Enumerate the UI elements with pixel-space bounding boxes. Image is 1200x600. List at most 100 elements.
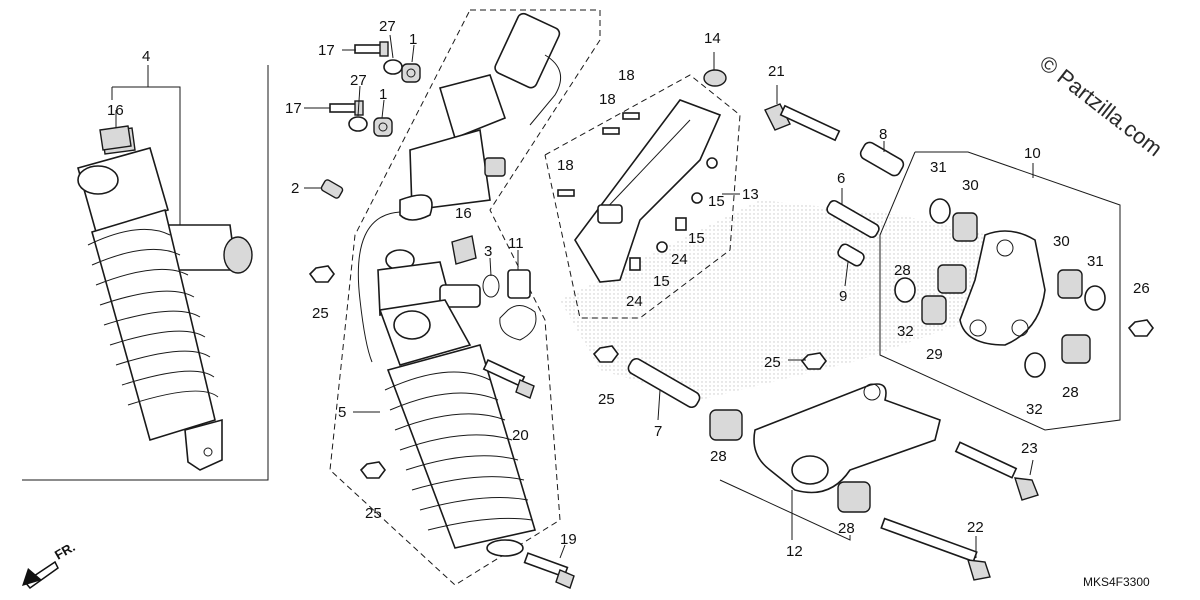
- callout-16: 16: [107, 102, 124, 119]
- nut-25-lower-left: [359, 461, 386, 479]
- callout-30: 30: [962, 177, 979, 194]
- front-arrow-icon: [22, 560, 59, 590]
- callout-5: 5: [338, 404, 346, 421]
- label-sticker-16-middle: [451, 235, 477, 265]
- callout-25: 25: [764, 354, 781, 371]
- collar-8: [859, 141, 905, 177]
- bolt-17-upper: [354, 41, 389, 57]
- rear-shock-absorber-assembly: [77, 127, 253, 471]
- assembly-bracket-12: [719, 479, 851, 541]
- seal-32-b: [1024, 352, 1046, 378]
- callout-27: 27: [379, 18, 396, 35]
- reservoir-hose: [357, 211, 401, 363]
- nut-26: [1127, 319, 1154, 337]
- clip-24-b: [629, 257, 641, 271]
- seal-31-a: [929, 198, 951, 224]
- seal-32-a: [894, 277, 916, 303]
- grommet-14: [703, 69, 727, 87]
- callout-22: 22: [967, 519, 984, 536]
- callout-labels: 4 16 27 1 17 27 1 17 2 16 3 11 25 5 20 2…: [107, 18, 1150, 560]
- diagram-code: MKS4F3300: [1083, 575, 1150, 589]
- callout-7: 7: [654, 423, 662, 440]
- oring-3: [482, 274, 500, 298]
- bolt-23: [954, 441, 1039, 501]
- nut-15-c: [656, 241, 668, 253]
- nut-15-a: [706, 157, 718, 169]
- nut-25-center-left: [592, 345, 619, 363]
- leader-lines: [115, 34, 1034, 559]
- callout-30: 30: [1053, 233, 1070, 250]
- callout-25: 25: [312, 305, 329, 322]
- washer-27-lower: [348, 116, 368, 132]
- collar-1-upper: [401, 63, 421, 83]
- callout-18: 18: [557, 157, 574, 174]
- callout-1: 1: [379, 86, 387, 103]
- bearing-30-b: [1057, 269, 1083, 299]
- callout-18: 18: [618, 67, 635, 84]
- screw-18-c: [557, 189, 575, 197]
- callout-19: 19: [560, 531, 577, 548]
- callout-6: 6: [837, 170, 845, 187]
- callout-15: 15: [708, 193, 725, 210]
- washer-27-upper: [383, 59, 403, 75]
- assembly-bracket-5: [329, 9, 601, 586]
- bearing-30-a: [952, 212, 978, 242]
- callout-21: 21: [768, 63, 785, 80]
- callout-13: 13: [742, 186, 759, 203]
- assembly-bracket-13: [544, 74, 741, 319]
- callout-14: 14: [704, 30, 721, 47]
- background-pattern: [560, 200, 1010, 400]
- callout-25: 25: [598, 391, 615, 408]
- callout-16: 16: [455, 205, 472, 222]
- collar-7: [627, 357, 701, 409]
- bearing-28-c: [709, 409, 743, 441]
- cushion-arm-12: [753, 383, 941, 494]
- callout-10: 10: [1024, 145, 1041, 162]
- bolt-19: [523, 552, 575, 589]
- watermark: © Partzilla.com: [1035, 50, 1167, 161]
- nut-15-b: [691, 192, 703, 204]
- connector-11: [499, 269, 537, 341]
- nut-25-left: [308, 265, 335, 283]
- callout-32: 32: [1026, 401, 1043, 418]
- bearing-28-b: [1061, 334, 1091, 364]
- callout-20: 20: [512, 427, 529, 444]
- bearing-29: [921, 295, 947, 325]
- screw-18-b: [602, 127, 620, 135]
- callout-28: 28: [838, 520, 855, 537]
- bearing-28-a: [937, 264, 967, 294]
- shock-guard-13: [574, 99, 722, 283]
- callout-24: 24: [626, 293, 643, 310]
- callout-28: 28: [894, 262, 911, 279]
- sensor-2: [320, 179, 344, 199]
- callout-24: 24: [671, 251, 688, 268]
- assembly-bracket-10: [879, 151, 1121, 431]
- callout-12: 12: [786, 543, 803, 560]
- shock-reservoir: [399, 12, 562, 221]
- callout-28: 28: [1062, 384, 1079, 401]
- callout-3: 3: [484, 243, 492, 260]
- callout-18: 18: [599, 91, 616, 108]
- callout-32: 32: [897, 323, 914, 340]
- nut-25-center-right: [800, 352, 827, 370]
- bearing-28-d: [837, 481, 871, 513]
- screw-18-a: [622, 112, 640, 120]
- assembly-bracket-4: [22, 65, 269, 481]
- collar-6: [826, 199, 880, 239]
- collar-1-lower: [373, 117, 393, 137]
- callout-31: 31: [1087, 253, 1104, 270]
- callout-27: 27: [350, 72, 367, 89]
- bolt-21: [764, 103, 841, 142]
- bolt-22: [880, 517, 991, 581]
- collar-9: [837, 243, 865, 267]
- callout-31: 31: [930, 159, 947, 176]
- callout-23: 23: [1021, 440, 1038, 457]
- callout-15: 15: [653, 273, 670, 290]
- label-sticker-16: [99, 125, 132, 151]
- callout-28: 28: [710, 448, 727, 465]
- callout-29: 29: [926, 346, 943, 363]
- callout-9: 9: [839, 288, 847, 305]
- middle-shock-absorber: [377, 249, 537, 557]
- callout-25: 25: [365, 505, 382, 522]
